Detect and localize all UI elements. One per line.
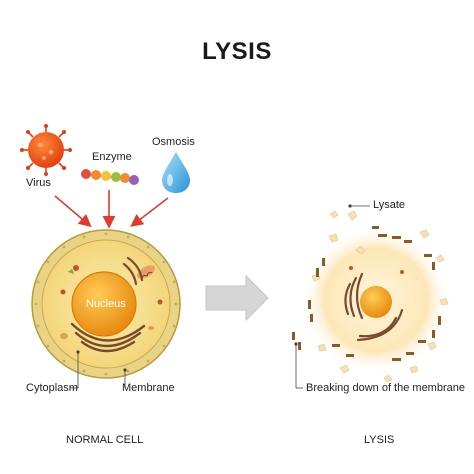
normal-cell xyxy=(31,229,181,389)
virus-icon xyxy=(20,124,72,176)
virus-label: Virus xyxy=(26,177,51,189)
process-arrow xyxy=(205,274,269,322)
lysed-cell xyxy=(292,204,450,389)
membrane-fragments xyxy=(292,226,441,361)
golgi-apparatus xyxy=(122,256,144,286)
cytoplasm-label: Cytoplasm xyxy=(26,382,78,394)
page-title: LYSIS xyxy=(202,38,272,65)
breaking-membrane-label: Breaking down of the membrane xyxy=(306,382,465,394)
agent-arrows xyxy=(54,190,169,229)
virus-arrow xyxy=(54,195,92,228)
lysis-caption: LYSIS xyxy=(364,434,395,446)
membrane-label: Membrane xyxy=(122,382,175,394)
lysate-label: Lysate xyxy=(373,199,406,211)
osmosis-arrow xyxy=(130,197,169,227)
small-organelles xyxy=(60,265,163,339)
water-droplet-icon xyxy=(162,152,190,193)
endoplasmic-reticulum xyxy=(70,322,146,353)
lysed-nucleus xyxy=(360,286,392,318)
osmosis-label: Osmosis xyxy=(152,136,195,148)
nucleus-label: Nucleus xyxy=(86,298,126,310)
enzyme-label: Enzyme xyxy=(92,151,132,163)
lysate-fragments xyxy=(311,210,449,383)
normal-cell-caption: NORMAL CELL xyxy=(66,434,144,446)
nucleus xyxy=(72,272,136,336)
enzyme-icon xyxy=(81,169,139,185)
